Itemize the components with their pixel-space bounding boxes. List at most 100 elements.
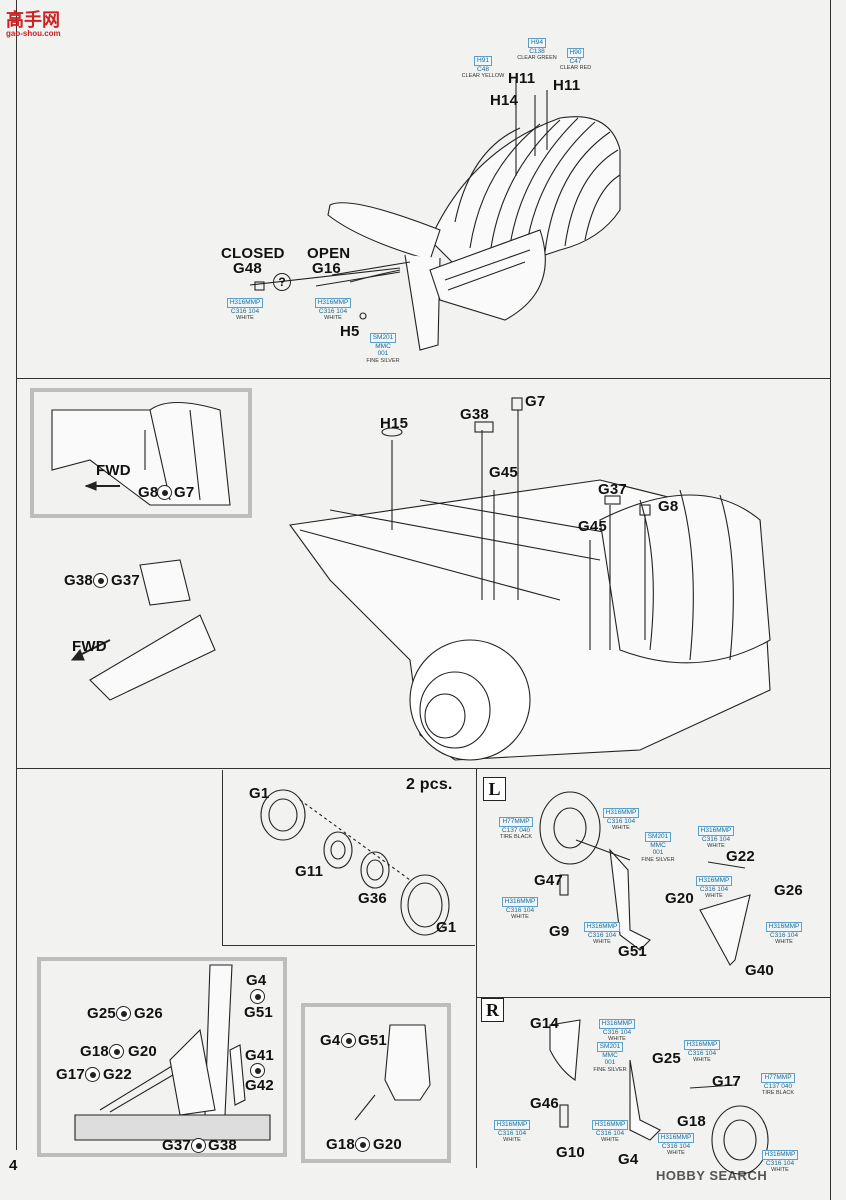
glue-icon xyxy=(355,1137,370,1152)
inset1-fwd-label: FWD xyxy=(96,462,131,479)
inset-r-g18: G18 xyxy=(326,1136,355,1153)
glue-icon xyxy=(341,1033,356,1048)
inset-g17: G17 xyxy=(56,1066,85,1083)
inset-g42: G42 xyxy=(245,1077,274,1094)
aircraft-wing-drawing xyxy=(289,397,771,761)
wheel-parts-drawing xyxy=(260,789,450,936)
gear-inset-right-drawing xyxy=(354,1024,431,1121)
section-divider-3 xyxy=(476,768,477,1168)
part-g18-right: G18 xyxy=(677,1113,706,1130)
glue-icon xyxy=(116,1006,131,1021)
part-g9: G9 xyxy=(549,923,570,940)
inset-g26: G26 xyxy=(134,1005,163,1022)
part-g7: G7 xyxy=(525,393,546,410)
section-divider-1 xyxy=(16,378,830,379)
part-g46: G46 xyxy=(530,1095,559,1112)
tail-fuselage-drawing xyxy=(249,80,621,351)
help-icon: ? xyxy=(273,273,291,291)
glue-icon xyxy=(250,1063,265,1078)
section-divider-4 xyxy=(476,997,830,998)
right-gear-drawing xyxy=(549,1019,769,1175)
inset-g51: G51 xyxy=(244,1004,273,1021)
inset-r-g4: G4 xyxy=(320,1032,341,1049)
inset1-part-a: G8 xyxy=(138,484,159,501)
section-divider-2 xyxy=(16,768,830,769)
part-g38: G38 xyxy=(460,406,489,423)
part-g51-left: G51 xyxy=(618,943,647,960)
part-g14: G14 xyxy=(530,1015,559,1032)
watermark-logo-bottom: HOBBY SEARCH xyxy=(656,1168,768,1183)
inset1-part-b: G7 xyxy=(174,484,195,501)
part-g25-right: G25 xyxy=(652,1050,681,1067)
inset2-fwd-label: FWD xyxy=(72,638,107,655)
part-g1-a: G1 xyxy=(249,785,270,802)
qty-label: 2 pcs. xyxy=(406,776,453,793)
glue-icon xyxy=(109,1044,124,1059)
inset-g38: G38 xyxy=(208,1137,237,1154)
glue-icon xyxy=(85,1067,100,1082)
inset-g20: G20 xyxy=(128,1043,157,1060)
inset-r-g51: G51 xyxy=(358,1032,387,1049)
part-h11-a: H11 xyxy=(508,70,536,87)
part-g40: G40 xyxy=(745,962,774,979)
glue-icon xyxy=(93,573,108,588)
part-g45-b: G45 xyxy=(578,518,607,535)
inset-g4: G4 xyxy=(246,972,267,989)
left-margin-line xyxy=(16,0,17,1150)
part-h11-b: H11 xyxy=(553,77,581,94)
part-h14: H14 xyxy=(490,92,519,109)
closed-title: CLOSED xyxy=(221,245,285,262)
glue-icon xyxy=(191,1138,206,1153)
glue-icon xyxy=(157,485,172,500)
part-g22: G22 xyxy=(726,848,755,865)
part-g37: G37 xyxy=(598,481,627,498)
inset-g37: G37 xyxy=(162,1137,191,1154)
right-side-tag: R xyxy=(481,998,504,1022)
inset2-part-a: G38 xyxy=(64,572,93,589)
part-g4-right: G4 xyxy=(618,1151,639,1168)
inset-panel-gear-right xyxy=(301,1003,451,1163)
part-g1-b: G1 xyxy=(436,919,457,936)
part-g17-right: G17 xyxy=(712,1073,741,1090)
inset2-part-b: G37 xyxy=(111,572,140,589)
inset-r-g20: G20 xyxy=(373,1136,402,1153)
part-g45-a: G45 xyxy=(489,464,518,481)
inset-panel-gear-left xyxy=(37,957,287,1157)
part-g47: G47 xyxy=(534,872,563,889)
part-g20-left: G20 xyxy=(665,890,694,907)
inset-g41: G41 xyxy=(245,1047,274,1064)
left-side-tag: L xyxy=(483,777,506,801)
inset-panel-fwd-g8 xyxy=(30,388,252,518)
open-part-label: G16 xyxy=(312,260,341,277)
part-g10: G10 xyxy=(556,1144,585,1161)
part-h5: H5 xyxy=(340,323,360,340)
part-g11: G11 xyxy=(295,863,324,880)
inset-panel-wheels xyxy=(222,770,475,946)
part-h15: H15 xyxy=(380,415,409,432)
glue-icon xyxy=(250,989,265,1004)
right-margin-line xyxy=(830,0,831,1200)
inset-g22: G22 xyxy=(103,1066,132,1083)
gear-inset-left-drawing xyxy=(74,964,271,1141)
